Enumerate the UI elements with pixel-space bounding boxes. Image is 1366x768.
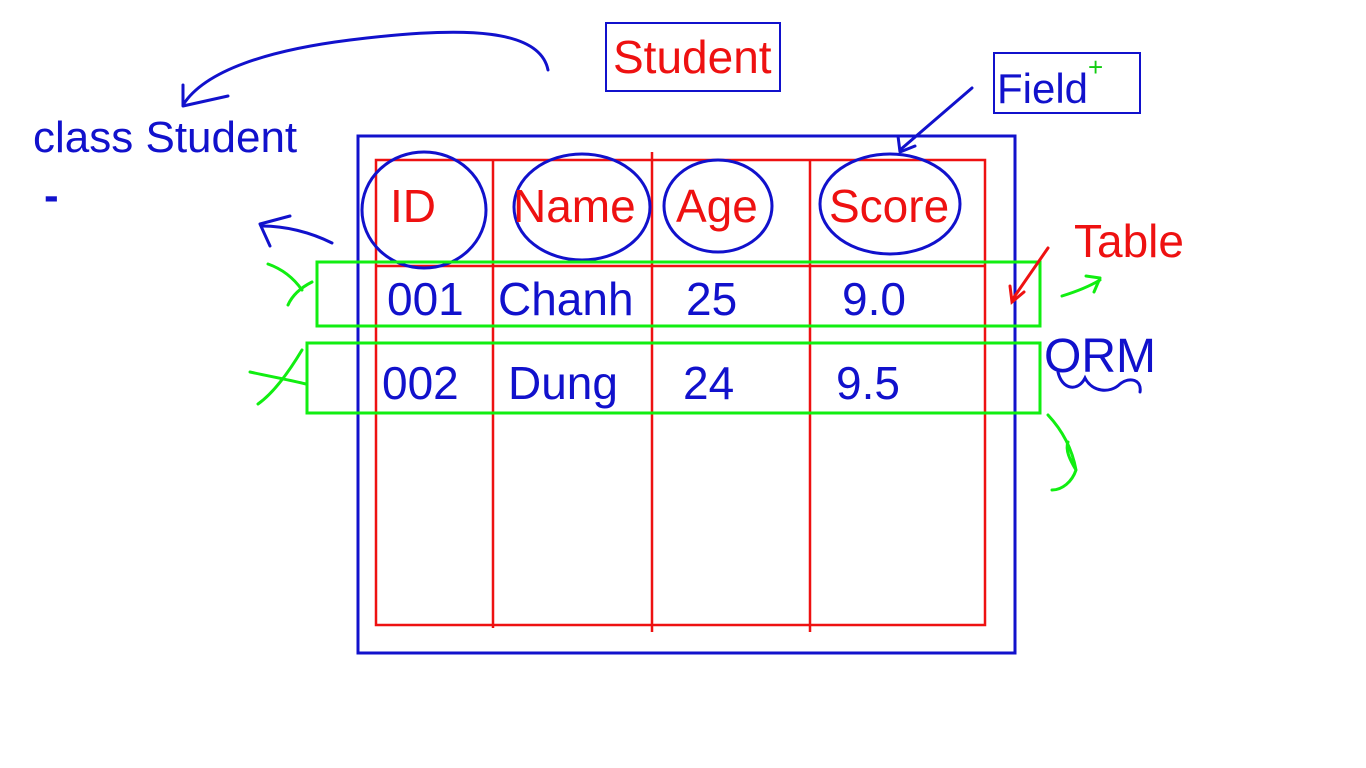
title-to-class-arrowhead xyxy=(181,83,230,108)
left-arrow xyxy=(260,224,334,245)
table-grid-border xyxy=(374,158,987,627)
table-header-score: Score xyxy=(829,180,949,232)
table-cell: 001 xyxy=(387,273,464,325)
table-arrow xyxy=(1010,246,1050,302)
class-dash: - xyxy=(44,171,59,220)
outer-frame xyxy=(356,134,1017,655)
row1-left-mark xyxy=(266,262,314,307)
table-cell: Chanh xyxy=(498,273,634,325)
class-student-label: class Student xyxy=(33,113,298,162)
name-header-circle xyxy=(512,152,652,262)
age-header-circle xyxy=(662,158,774,254)
table-header-name: Name xyxy=(513,180,636,232)
table-header-age: Age xyxy=(676,180,758,232)
score-header-circle xyxy=(818,152,962,256)
table-header-id: ID xyxy=(390,180,436,232)
orm-label: ORM xyxy=(1044,330,1156,383)
down-curl-arrow xyxy=(1046,413,1078,492)
row-highlight-1 xyxy=(315,260,1042,328)
field-label: Field xyxy=(997,65,1089,112)
table-label: Table xyxy=(1074,215,1184,267)
table-cell: 24 xyxy=(683,357,734,409)
orm-underline-squiggle xyxy=(1056,370,1142,394)
table-cell: Dung xyxy=(508,357,618,409)
left-arrowhead xyxy=(258,214,292,248)
table-cell: 9.0 xyxy=(842,273,906,325)
row1-right-arrow xyxy=(1060,274,1102,298)
field-arrowhead xyxy=(896,134,917,154)
table-arrowhead xyxy=(1008,284,1026,305)
student-title-box: Student xyxy=(605,22,781,92)
id-header-circle xyxy=(360,150,488,270)
plus-icon: + xyxy=(1088,52,1104,82)
field-box: Field+ xyxy=(993,52,1141,114)
title-to-class-arrow xyxy=(181,30,550,107)
table-cell: 25 xyxy=(686,273,737,325)
table-cell: 9.5 xyxy=(836,357,900,409)
row2-left-mark xyxy=(248,348,308,406)
student-title: Student xyxy=(613,31,772,83)
row-highlight-2 xyxy=(305,341,1042,415)
table-cell: 002 xyxy=(382,357,459,409)
field-arrow xyxy=(898,86,974,152)
